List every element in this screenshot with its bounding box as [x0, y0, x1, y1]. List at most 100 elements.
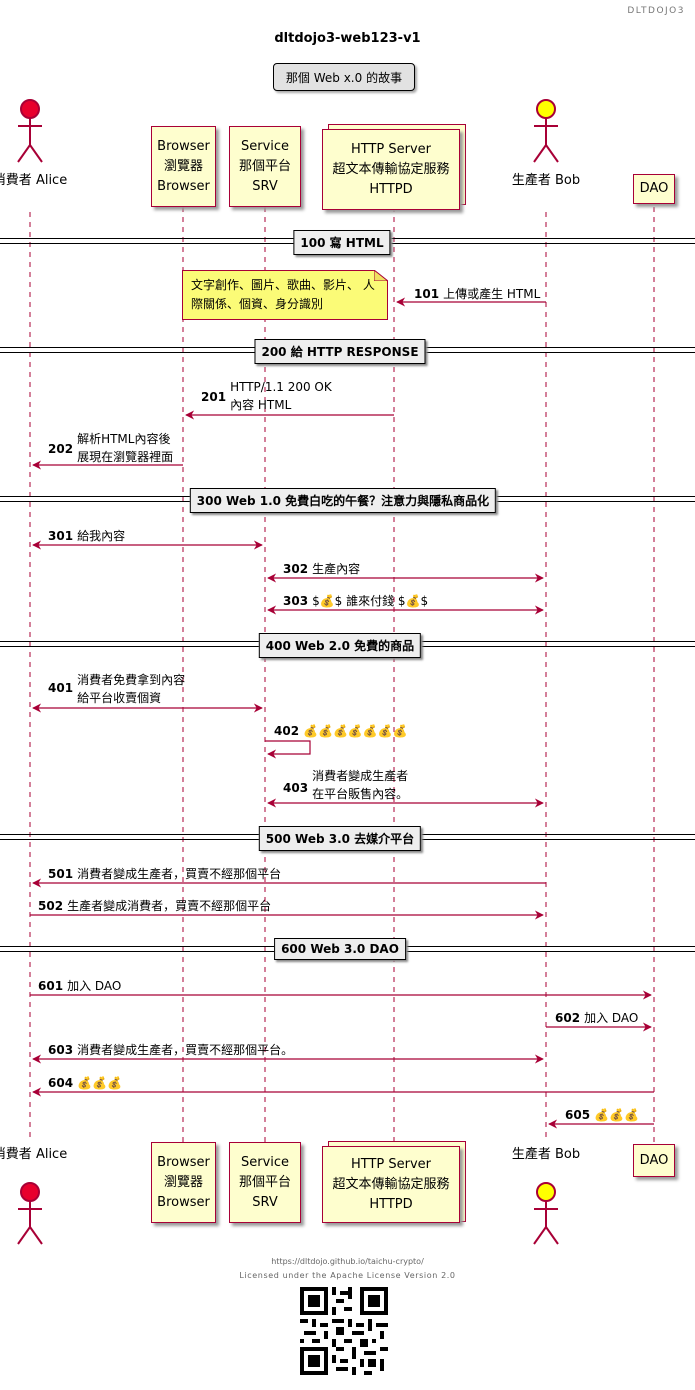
participant-httpd-line2: 超文本傳輸協定服務: [332, 161, 450, 177]
note-line1: 文字創作、圖片、歌曲、影片、: [191, 278, 360, 292]
message-604-text: 💰💰💰: [77, 1076, 122, 1090]
message-401-line1: 消費者免費拿到內容: [77, 673, 186, 687]
message-202-line1: 解析HTML內容後: [77, 432, 171, 446]
participant-browser-bottom: Browser 瀏覽器 Browser: [151, 1142, 216, 1223]
participant-httpd-bottom-line3: HTTPD: [369, 1196, 413, 1212]
qr-code-icon: [300, 1287, 388, 1375]
message-604: 604💰💰💰: [48, 1074, 122, 1092]
corner-tag: DLTDOJO3: [627, 6, 685, 16]
message-605: 605💰💰💰: [565, 1106, 639, 1124]
actor-alice-top-icon: [17, 99, 43, 163]
message-603-number: 603: [48, 1043, 74, 1057]
participant-browser-line3: Browser: [157, 178, 210, 194]
participant-bob-bottom-role: 生產者: [511, 1147, 551, 1162]
diagram-title: dltdojo3-web123-v1: [274, 31, 421, 46]
message-303-text: $💰$ 誰來付錢 $💰$: [312, 594, 429, 608]
participant-dao-top: DAO: [633, 174, 675, 204]
message-302-number: 302: [283, 562, 309, 576]
divider-400-label: 400 Web 2.0 免費的商品: [258, 633, 422, 658]
actor-bob-bottom-icon: [533, 1182, 559, 1245]
participant-browser-line1: Browser: [157, 138, 210, 154]
message-502-number: 502: [38, 899, 64, 913]
message-201-line2: 內容 HTML: [230, 398, 292, 412]
message-302-text: 生產內容: [312, 562, 361, 576]
message-605-number: 605: [565, 1108, 591, 1122]
message-401-number: 401: [48, 681, 74, 695]
participant-srv-line1: Service: [240, 138, 290, 154]
message-303-number: 303: [283, 594, 309, 608]
note-line2: 人際關係、個資、身分識別: [191, 278, 375, 311]
message-402-text: 💰💰💰💰💰💰💰: [303, 724, 408, 738]
message-101-number: 101: [414, 287, 440, 301]
message-403-line1: 消費者變成生產者: [312, 769, 409, 783]
participant-srv-bottom-line1: Service: [240, 1154, 290, 1170]
actor-bob-top-icon: [533, 99, 559, 163]
message-101-text: 上傳或產生 HTML: [443, 287, 541, 301]
participant-alice-role: 消費者: [0, 173, 32, 188]
participant-browser-top: Browser 瀏覽器 Browser: [151, 126, 216, 207]
participant-alice-bottom-name: Alice: [35, 1147, 68, 1162]
divider-600-label: 600 Web 3.0 DAO: [274, 938, 406, 960]
message-201-line1: HTTP/1.1 200 OK: [230, 380, 332, 394]
message-201-number: 201: [201, 390, 227, 404]
message-602-text: 加入 DAO: [584, 1011, 639, 1025]
divider-500-label: 500 Web 3.0 去媒介平台: [258, 826, 422, 851]
message-202-line2: 展現在瀏覽器裡面: [77, 450, 174, 464]
participant-browser-line2: 瀏覽器: [163, 158, 203, 174]
participant-bob-role: 生產者: [511, 173, 551, 188]
message-301-text: 給我內容: [77, 529, 126, 543]
message-202-number: 202: [48, 442, 74, 456]
participant-browser-bottom-line3: Browser: [157, 1194, 210, 1210]
participant-httpd-bottom-line2: 超文本傳輸協定服務: [332, 1176, 450, 1192]
message-303: 303$💰$ 誰來付錢 $💰$: [283, 592, 428, 610]
participant-bob-bottom-name: Bob: [555, 1147, 581, 1162]
footer-license: Licensed under the Apache License Versio…: [239, 1271, 456, 1280]
participant-browser-bottom-line2: 瀏覽器: [163, 1174, 203, 1190]
message-501-text: 消費者變成生產者，買賣不經那個平台: [77, 867, 282, 881]
participant-srv-bottom-line2: 那個平台: [238, 1174, 291, 1190]
message-601-number: 601: [38, 979, 64, 993]
participant-dao-bottom-label: DAO: [639, 1152, 669, 1168]
note-fold-icon: [374, 270, 388, 281]
message-403-number: 403: [283, 781, 309, 795]
message-501-number: 501: [48, 867, 74, 881]
participant-alice-bottom-role: 消費者: [0, 1147, 32, 1162]
message-604-number: 604: [48, 1076, 74, 1090]
message-502-text: 生產者變成消費者，買賣不經那個平台: [67, 899, 272, 913]
participant-browser-bottom-line1: Browser: [157, 1154, 210, 1170]
participant-httpd-line1: HTTP Server: [350, 141, 432, 157]
actor-alice-bottom-icon: [17, 1182, 43, 1245]
message-601-text: 加入 DAO: [67, 979, 122, 993]
footer-url: https://dltdojo.github.io/taichu-crypto/: [271, 1257, 424, 1266]
participant-srv-bottom: Service 那個平台 SRV: [229, 1142, 301, 1223]
message-402-number: 402: [274, 724, 300, 738]
note-content-types: 文字創作、圖片、歌曲、影片、 人際關係、個資、身分識別: [182, 270, 388, 320]
participant-httpd-top: HTTP Server 超文本傳輸協定服務 HTTPD: [322, 129, 460, 210]
participant-bob-bottom: 生產者 Bob: [501, 1145, 591, 1164]
participant-bob-top: 生產者 Bob: [501, 171, 591, 190]
divider-100-label: 100 寫 HTML: [293, 230, 391, 255]
message-402: 402💰💰💰💰💰💰💰: [274, 722, 408, 740]
participant-dao-label: DAO: [639, 181, 669, 196]
divider-300-label: 300 Web 1.0 免費白吃的午餐？注意力與隱私商品化: [189, 488, 497, 513]
participant-bob-name: Bob: [555, 173, 581, 188]
participant-srv-line3: SRV: [252, 178, 278, 194]
message-301-number: 301: [48, 529, 74, 543]
message-605-text: 💰💰💰: [594, 1108, 639, 1122]
participant-srv-top: Service 那個平台 SRV: [229, 126, 301, 207]
participant-srv-line2: 那個平台: [238, 158, 291, 174]
arrow-402: [265, 740, 311, 759]
participant-dao-bottom: DAO: [633, 1144, 675, 1177]
message-401-line2: 給平台收賣個資: [77, 691, 162, 705]
